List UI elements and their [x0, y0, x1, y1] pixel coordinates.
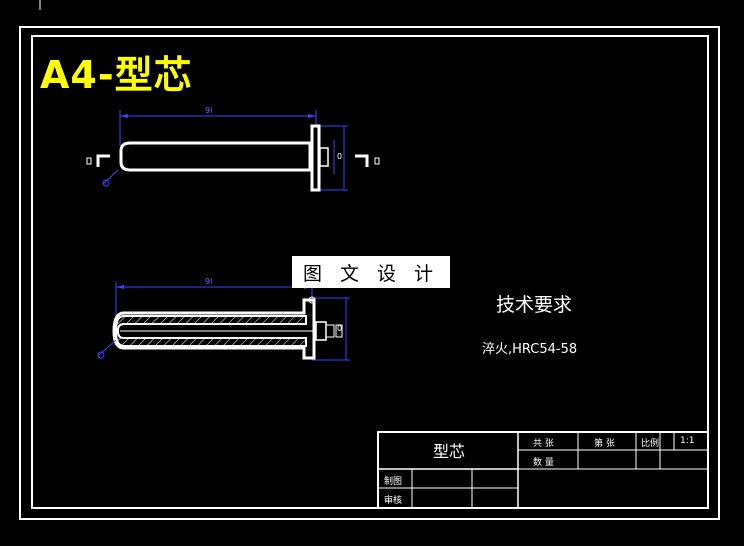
title-block-quantity: 数 量: [533, 458, 554, 468]
bottom-length-dimension: 9l: [205, 277, 213, 286]
top-length-dimension: 9l: [205, 106, 213, 115]
technical-requirements-text: 淬火,HRC54-58: [482, 342, 578, 357]
title-block-checked-by: 审核: [384, 496, 403, 506]
title-block-drawn-by: 制图: [384, 477, 403, 487]
outer-border: [19, 26, 720, 520]
title-block-part-name: 型芯: [432, 442, 465, 461]
drawing-title: A4-型芯: [40, 53, 193, 97]
bottom-part-view: [97, 281, 350, 361]
title-block-scale-value: 1:1: [680, 436, 695, 446]
top-part-view: [86, 110, 380, 192]
top-roughness-value: 0: [337, 152, 343, 161]
technical-requirements-heading: 技术要求: [496, 294, 573, 316]
title-block-scale-label: 比例: [641, 439, 660, 449]
title-block-total-sheets: 共 张: [533, 439, 554, 449]
title-block: [377, 431, 709, 509]
watermark-label: 图 文 设 计: [292, 256, 450, 288]
bottom-roughness-value: 0: [337, 324, 343, 333]
title-block-sheet-number: 第 张: [594, 439, 615, 449]
inner-border: [31, 35, 709, 509]
